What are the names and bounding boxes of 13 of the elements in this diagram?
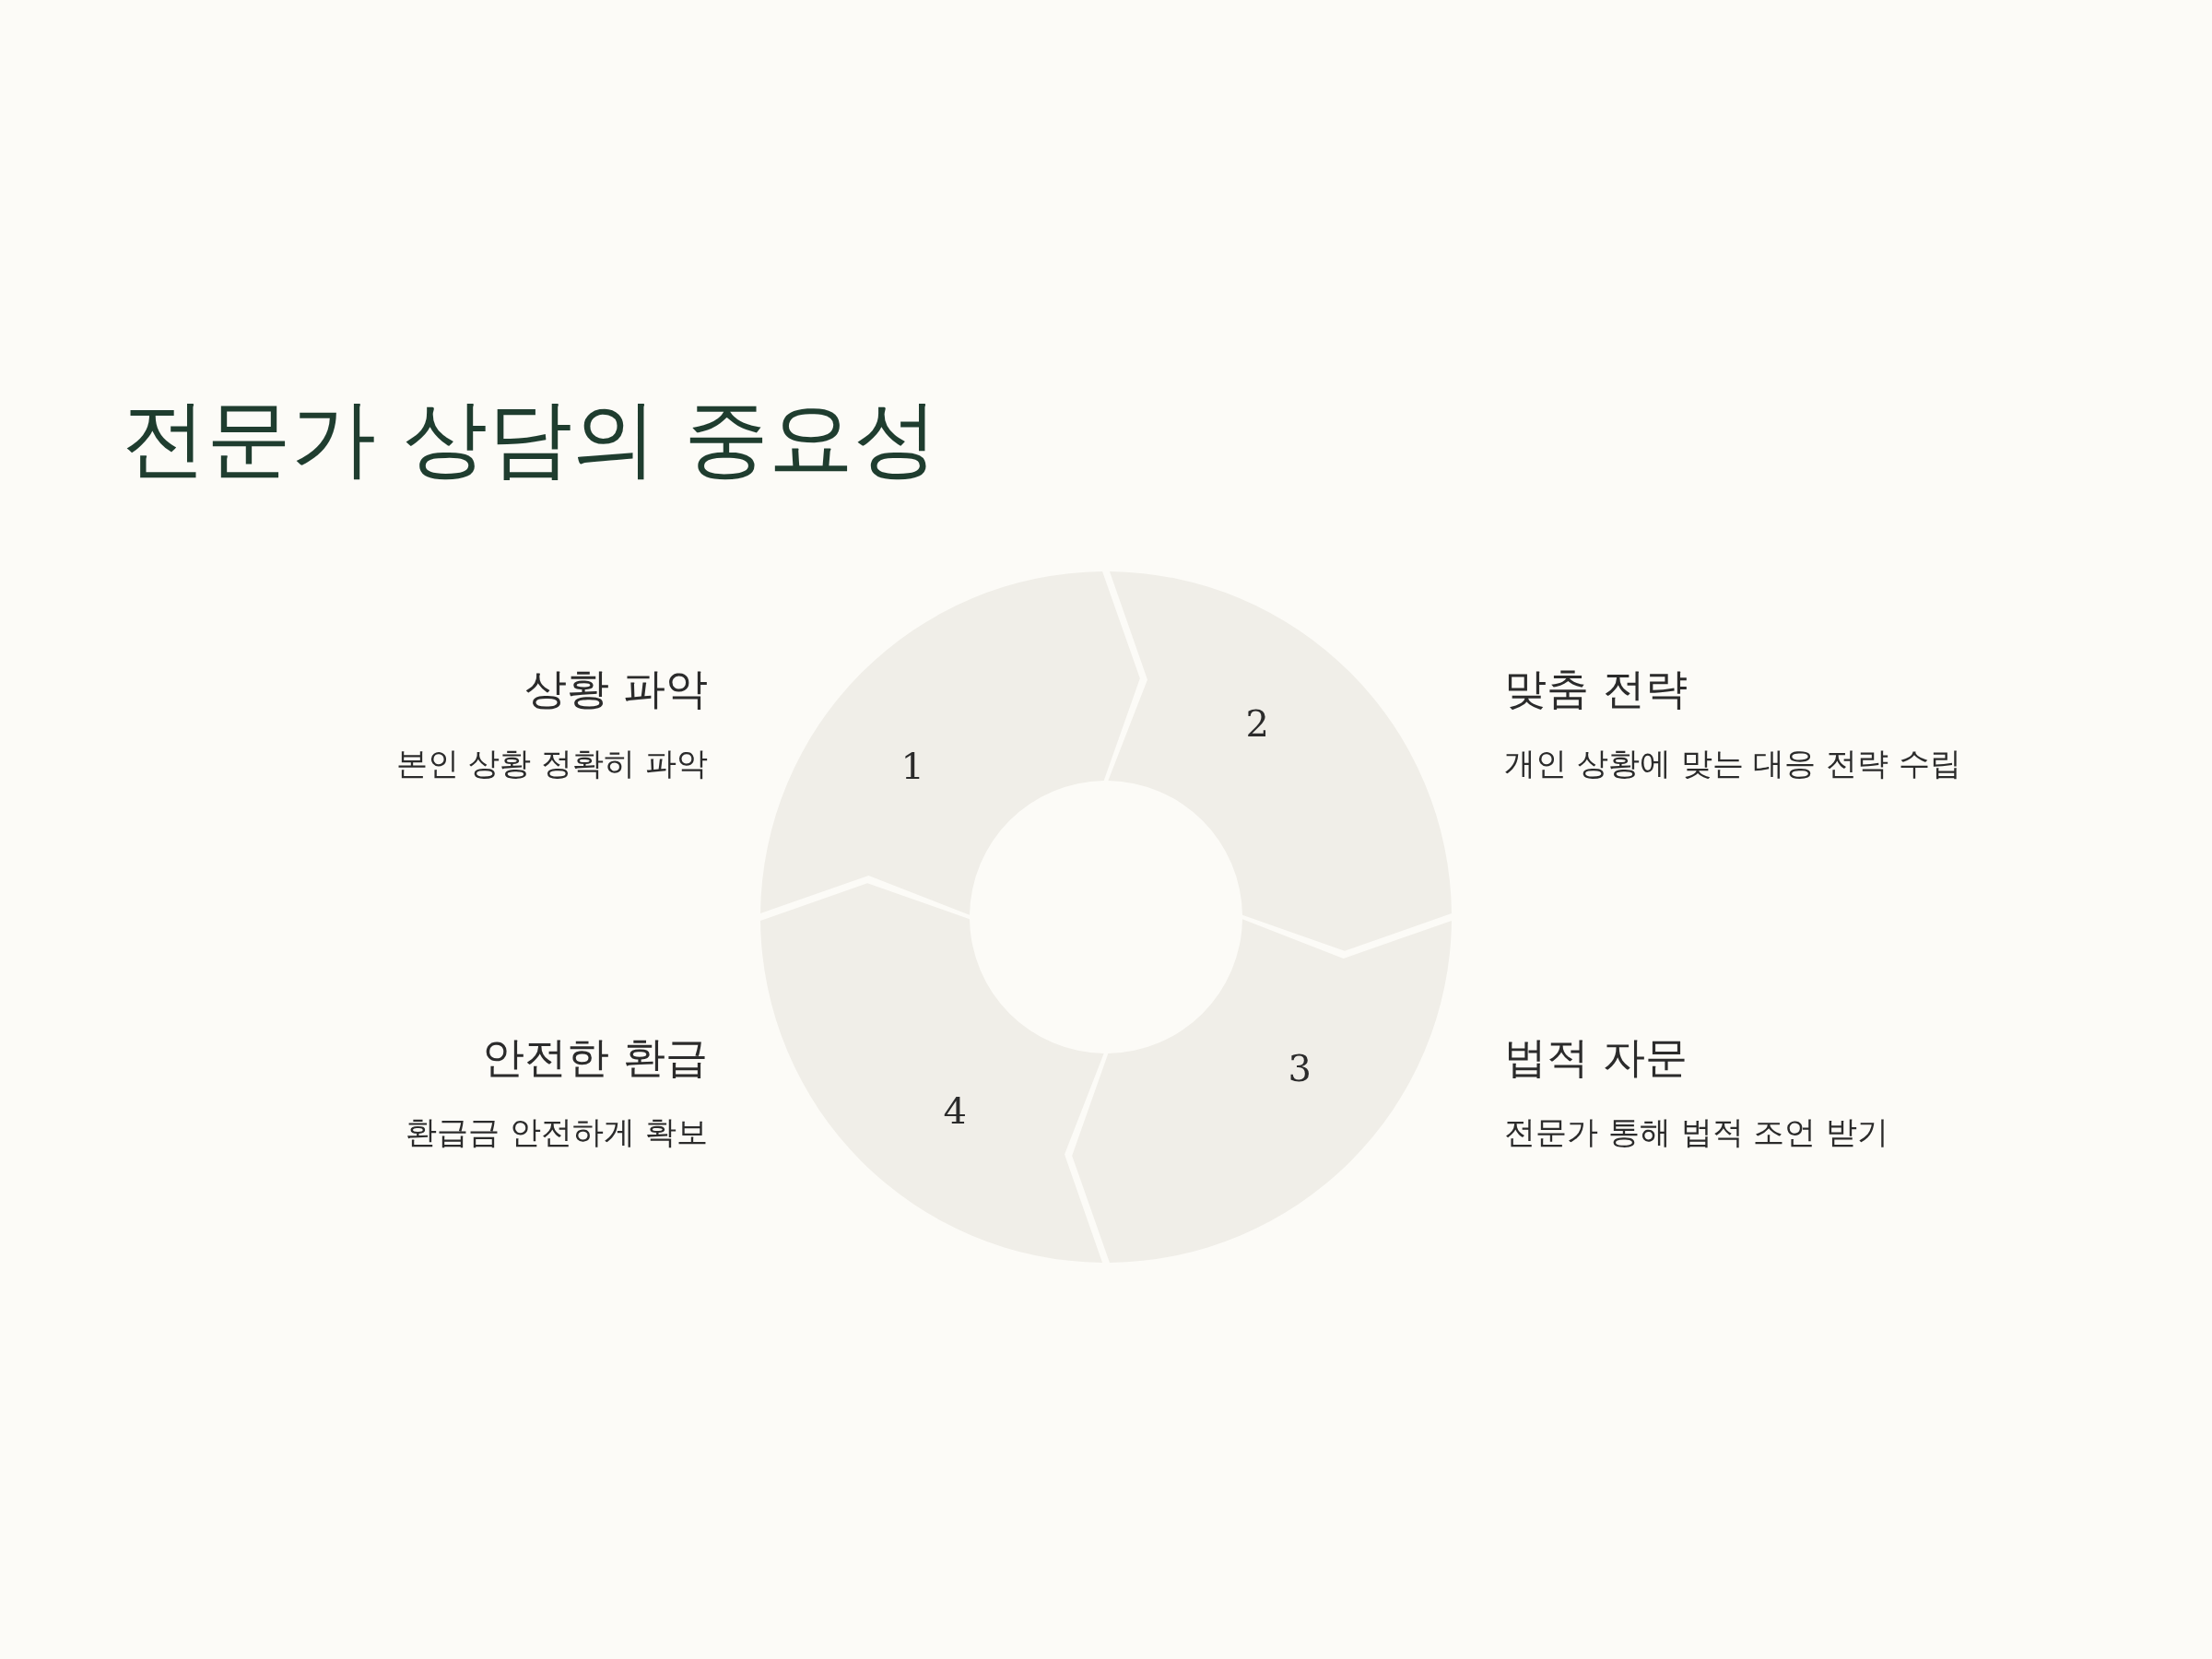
step-heading: 맞춤 전략 xyxy=(1504,665,1688,712)
step-number: 3 xyxy=(1288,1050,1312,1088)
step-number: 1 xyxy=(900,747,924,784)
step-heading: 안전한 환급 xyxy=(482,1034,708,1081)
diagram-title: 전문가 상담의 중요성 xyxy=(122,392,939,486)
step-heading: 상황 파악 xyxy=(524,665,708,712)
step-heading: 법적 자문 xyxy=(1504,1034,1688,1081)
step-description: 전문가 통해 법적 조언 받기 xyxy=(1504,1115,1889,1150)
step-description: 본인 상황 정확히 파악 xyxy=(395,747,708,782)
step-number: 2 xyxy=(1245,705,1269,742)
step-description: 개인 상황에 맞는 대응 전략 수립 xyxy=(1504,747,1962,782)
step-description: 환급금 안전하게 확보 xyxy=(406,1115,708,1150)
step-number: 4 xyxy=(943,1092,967,1129)
